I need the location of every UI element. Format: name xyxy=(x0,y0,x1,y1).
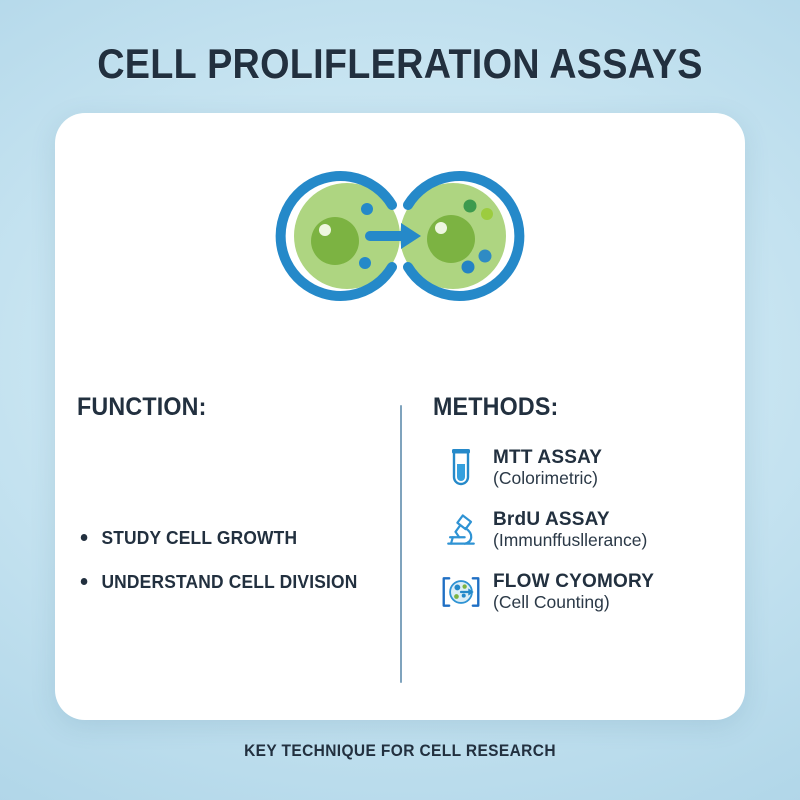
columns-wrapper: FUNCTION: STUDY CELL GROWTH UNDERSTAND C… xyxy=(55,393,745,683)
method-name: BrdU ASSAY xyxy=(493,509,610,531)
method-detail: (Immunffusllerance) xyxy=(493,530,648,551)
cell-division-graphic xyxy=(275,171,525,301)
method-item-mtt-assay: MTT ASSAY (Colorimetric) xyxy=(433,444,733,492)
method-text: MTT ASSAY (Colorimetric) xyxy=(489,447,602,489)
method-text: FLOW CYOMORY (Cell Counting) xyxy=(489,571,654,613)
methods-list: MTT ASSAY (Colorimetric) xyxy=(433,444,733,616)
microscope-icon xyxy=(433,506,489,554)
left-cell xyxy=(275,171,400,301)
flow-cytometry-icon xyxy=(433,568,489,616)
list-item: UNDERSTAND CELL DIVISION xyxy=(77,571,368,593)
method-item-flow-cytometry: FLOW CYOMORY (Cell Counting) xyxy=(433,568,733,616)
list-item: STUDY CELL GROWTH xyxy=(77,527,368,549)
method-item-brdu-assay: BrdU ASSAY (Immunffusllerance) xyxy=(433,506,733,554)
footer-tagline: KEY TECHNIQUE FOR CELL RESEARCH xyxy=(244,742,556,760)
function-column: FUNCTION: STUDY CELL GROWTH UNDERSTAND C… xyxy=(77,393,387,615)
content-card: FUNCTION: STUDY CELL GROWTH UNDERSTAND C… xyxy=(55,113,745,720)
page-title: CELL PROLIFLERATION ASSAYS xyxy=(97,40,703,87)
cell-division-illustration xyxy=(55,161,745,331)
methods-heading: METHODS: xyxy=(433,393,559,421)
methods-column: METHODS: xyxy=(433,393,733,630)
test-tube-icon xyxy=(433,444,489,492)
method-text: BrdU ASSAY (Immunffusllerance) xyxy=(489,509,647,551)
function-heading: FUNCTION: xyxy=(77,393,207,421)
method-name: FLOW CYOMORY xyxy=(493,571,655,593)
method-name: MTT ASSAY xyxy=(493,447,603,469)
function-bullet-list: STUDY CELL GROWTH UNDERSTAND CELL DIVISI… xyxy=(77,527,387,593)
division-arrow-icon xyxy=(365,223,421,249)
method-detail: (Colorimetric) xyxy=(493,468,598,489)
column-divider xyxy=(400,405,402,683)
right-cell xyxy=(400,171,525,301)
method-detail: (Cell Counting) xyxy=(493,592,610,613)
